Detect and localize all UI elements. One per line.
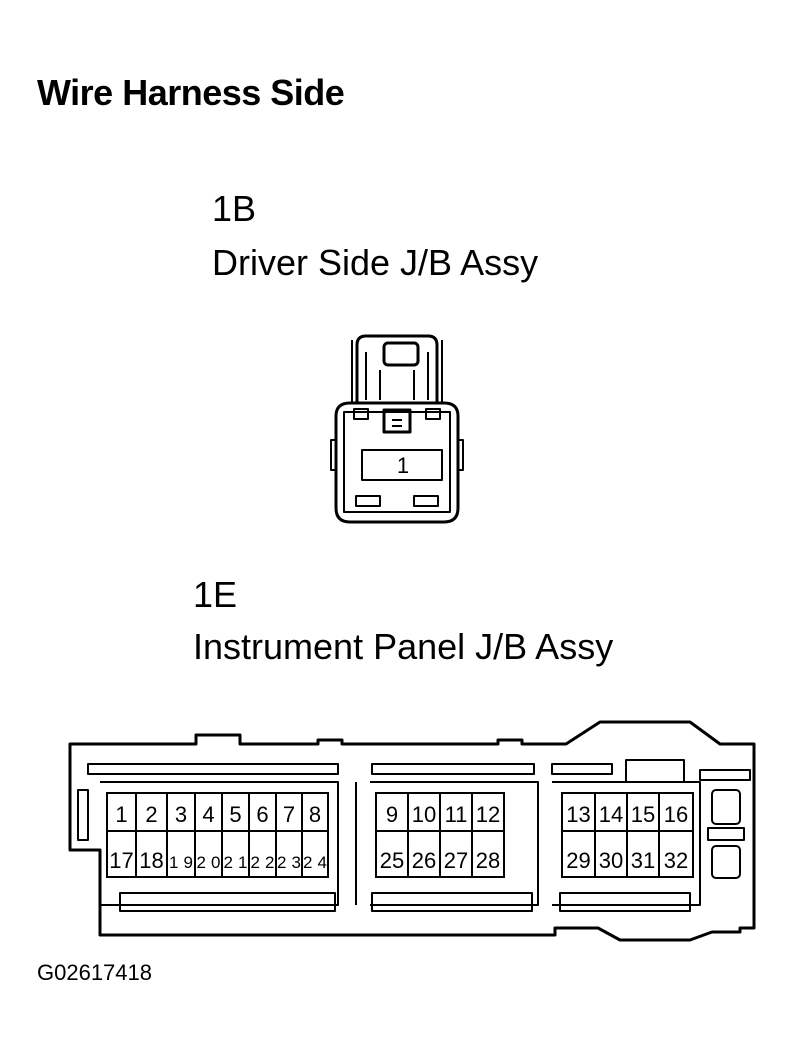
pin-label: 26: [412, 848, 436, 873]
pin-label: 9: [386, 802, 398, 827]
pin-label: 27: [444, 848, 468, 873]
pin-label: 18: [139, 848, 163, 873]
pin-label: 3: [175, 802, 187, 827]
connector-1b-name: Driver Side J/B Assy: [212, 242, 539, 283]
pin-label: 22: [251, 853, 275, 872]
pin-label: 4: [202, 802, 214, 827]
pin-label: 30: [599, 848, 623, 873]
pin-label: 31: [631, 848, 655, 873]
pin-label: 24: [303, 853, 327, 872]
pin-label: 19: [169, 853, 193, 872]
pin-label: 5: [229, 802, 241, 827]
pin-label: 6: [256, 802, 268, 827]
pin-label: 2: [145, 802, 157, 827]
pin-label: 15: [631, 802, 655, 827]
pin-block: [106, 792, 329, 878]
pin-label: 8: [309, 802, 321, 827]
page-title: Wire Harness Side: [37, 72, 345, 113]
pin-label: 1: [115, 802, 127, 827]
pin-label: 17: [109, 848, 133, 873]
pin-label: 23: [277, 853, 301, 872]
pin-label: 11: [445, 802, 468, 827]
pin-label: 25: [380, 848, 404, 873]
connector-1b-id: 1B: [212, 188, 257, 229]
pin-label: 29: [566, 848, 590, 873]
pin-label: 21: [224, 853, 248, 872]
pin-label: 7: [283, 802, 295, 827]
pin-label: 13: [566, 802, 590, 827]
pin-label: 20: [197, 853, 221, 872]
pin-label: 32: [664, 848, 688, 873]
connector-1e-name: Instrument Panel J/B Assy: [193, 626, 614, 667]
connector-1e-id: 1E: [193, 574, 238, 615]
pin-label: 10: [412, 802, 436, 827]
pin-label: 12: [476, 802, 500, 827]
pin-label: 14: [599, 802, 623, 827]
pin-label: 16: [664, 802, 688, 827]
pin-label: 1: [397, 453, 409, 478]
figure-id: G02617418: [37, 960, 152, 985]
pin-label: 28: [476, 848, 500, 873]
